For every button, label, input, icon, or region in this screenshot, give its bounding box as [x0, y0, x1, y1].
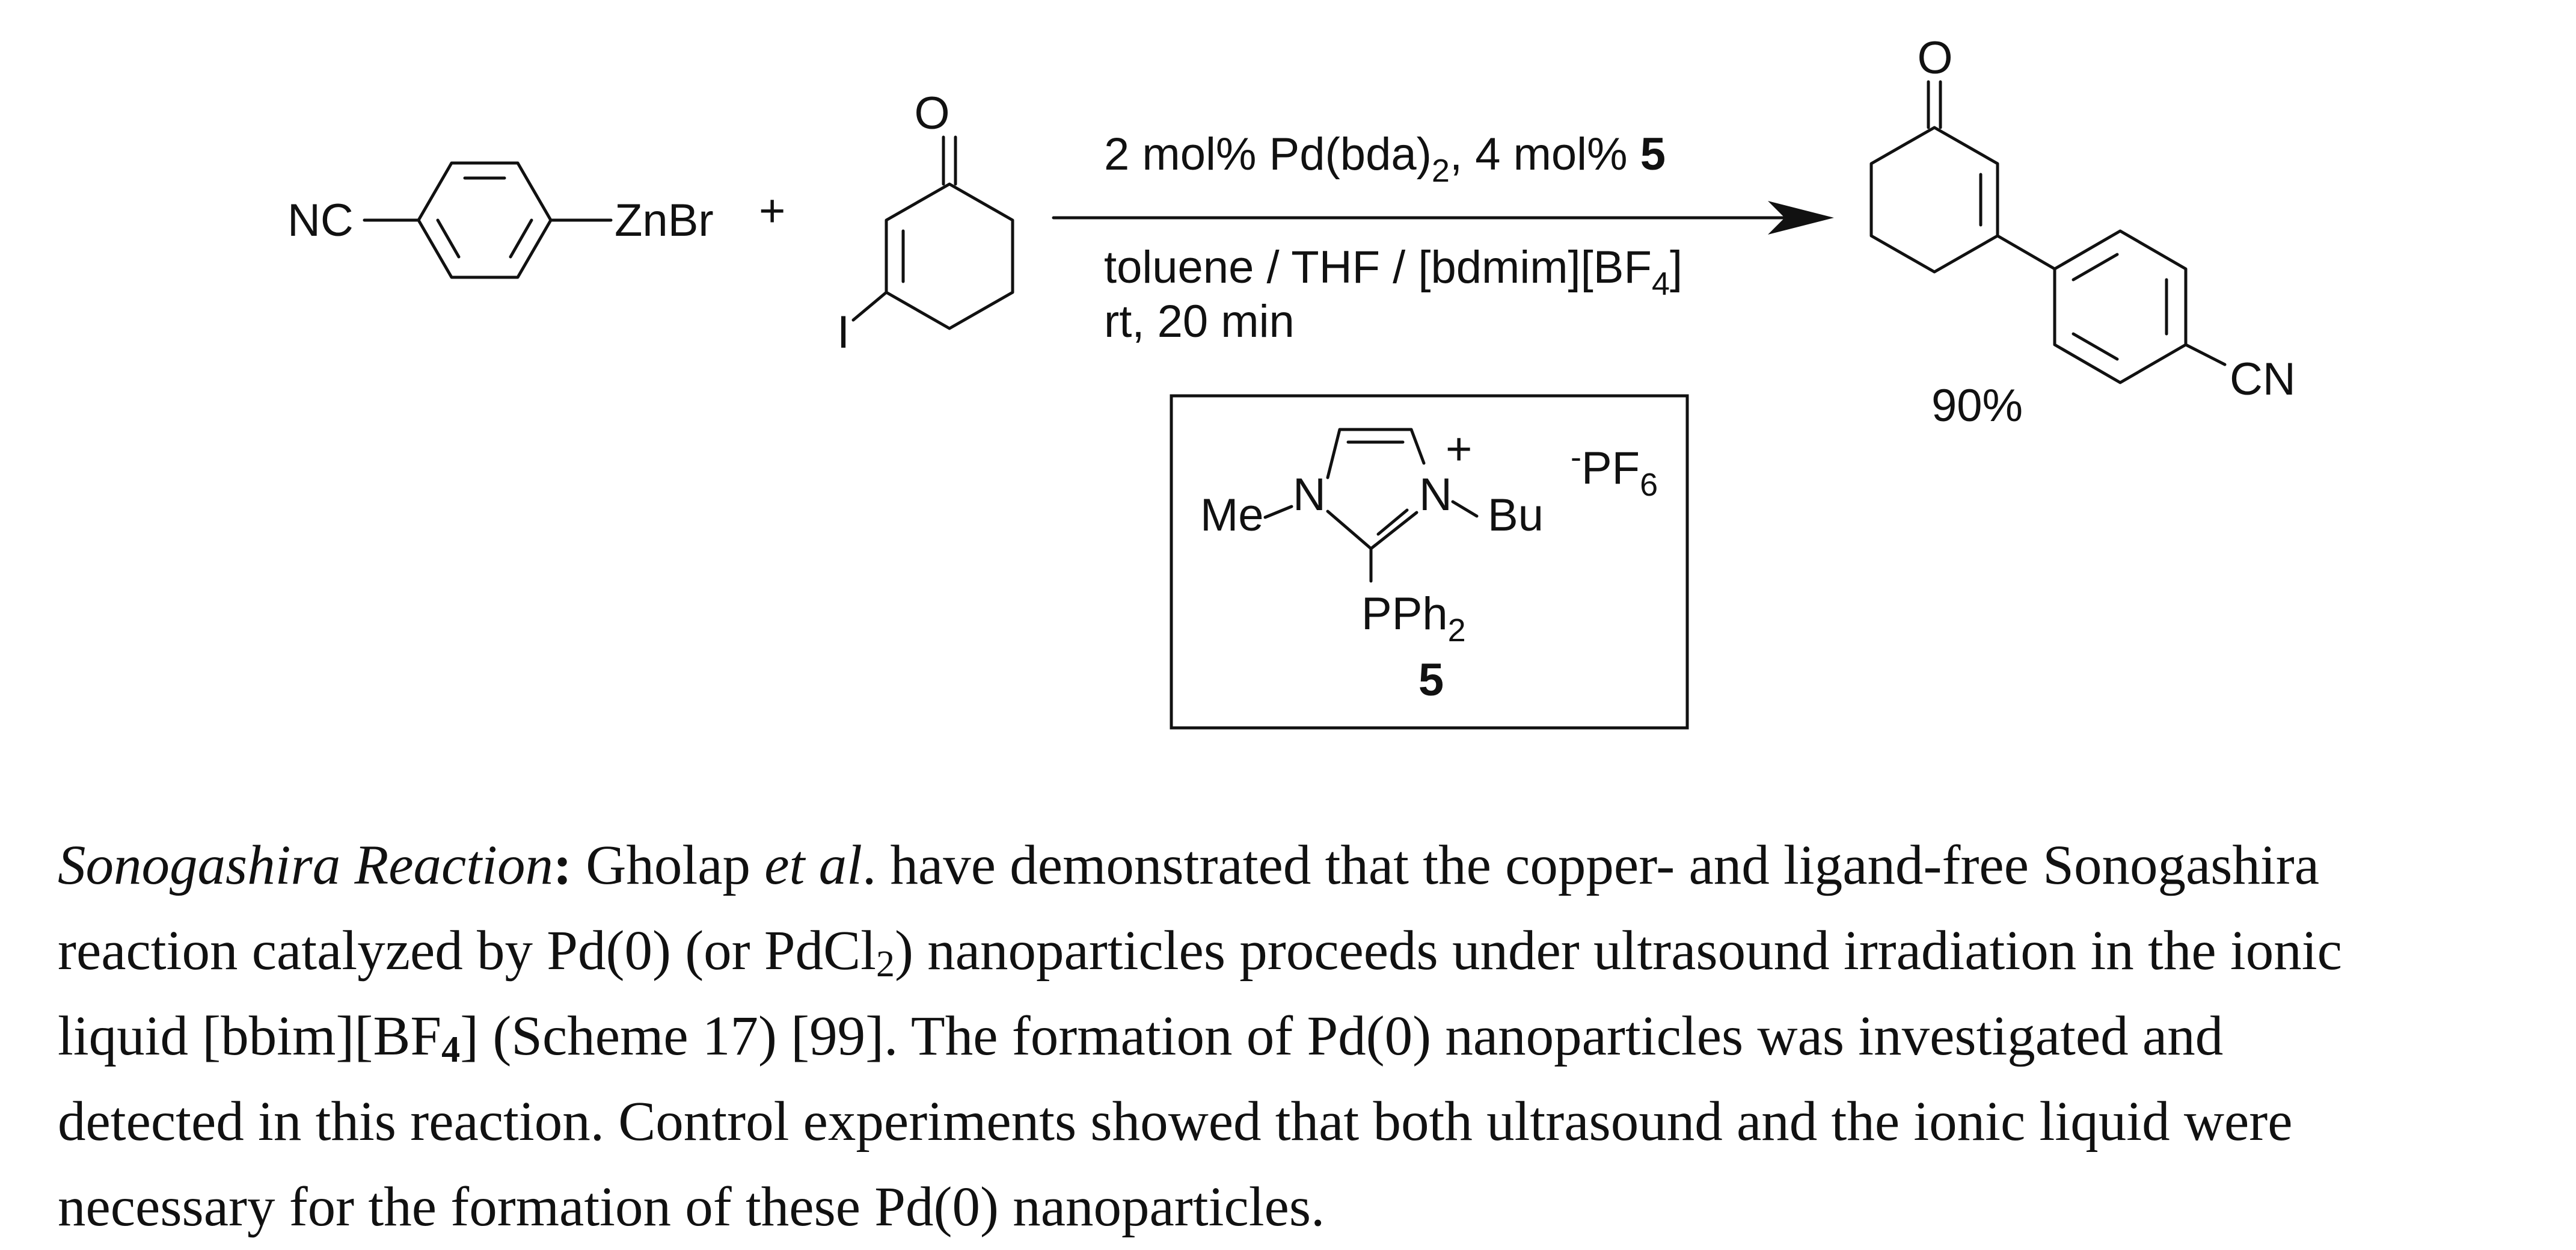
paragraph-line: Sonogashira Reaction: Gholap et al. have…: [58, 823, 2521, 908]
ligand-box: Me N N + Bu -PF6 PPh2 5: [1170, 394, 1689, 730]
conditions-catalyst: 2 mol% Pd(bda)2, 4 mol% 5: [1104, 129, 1666, 189]
text-run: ] (Scheme 17) [99]. The formation of Pd(…: [460, 1005, 2224, 1067]
cyclohexenone-ring: [1869, 126, 1999, 274]
carbonyl-oxygen-label: O: [914, 88, 949, 139]
reaction-scheme: NC ZnBr + O I 2 mol% Pd(bda)2, 4 mol% 5 …: [287, 32, 2296, 730]
phosphine-label: PPh2: [1361, 588, 1466, 648]
section-lead-colon: :: [553, 834, 572, 896]
subscript: 4: [441, 1029, 461, 1070]
product-carbonyl-oxygen-label: O: [1917, 32, 1952, 84]
ring-double-bond: [436, 218, 461, 259]
text-run: liquid [bbim][BF: [58, 1005, 442, 1067]
charge-label: +: [1446, 423, 1472, 475]
subscript: 2: [876, 944, 895, 985]
counterion-label: -PF6: [1571, 439, 1658, 503]
imidazolium-ring: [1326, 510, 1418, 550]
reagent-aryl-zinc: NC ZnBr: [287, 161, 714, 279]
bond: [1451, 500, 1479, 518]
bond: [1996, 234, 2056, 271]
n-left-label: N: [1293, 469, 1326, 520]
znbr-group-label: ZnBr: [615, 195, 714, 246]
body-paragraph: Sonogashira Reaction: Gholap et al. have…: [58, 823, 2521, 1250]
paragraph-line: detected in this reaction. Control exper…: [58, 1091, 2293, 1153]
section-lead: Sonogashira Reaction: [58, 834, 554, 896]
conditions-time: rt, 20 min: [1104, 296, 1295, 347]
paragraph-line: liquid [bbim][BF4] (Scheme 17) [99]. The…: [58, 994, 2521, 1079]
text-run: ) nanoparticles proceeds under ultrasoun…: [895, 920, 2342, 982]
imidazolium-ring: [1326, 428, 1426, 479]
text-run: Gholap: [572, 834, 765, 896]
nc-group-label: NC: [287, 195, 354, 246]
bond: [2184, 343, 2227, 366]
butyl-label: Bu: [1488, 490, 1544, 541]
ring-double-bond: [2072, 253, 2119, 282]
conditions-solvent: toluene / THF / [bdmim][BF4]: [1104, 242, 1682, 302]
paragraph-line: necessary for the formation of these Pd(…: [58, 1176, 1325, 1238]
paragraph-line: reaction catalyzed by Pd(0) (or PdCl2) n…: [58, 908, 2521, 994]
text-run: . have demonstrated that the copper- and…: [862, 834, 2319, 896]
reagent-iodo-enone: O I: [837, 88, 1014, 358]
ligand-frame: [1170, 394, 1689, 730]
text-run: reaction catalyzed by Pd(0) (or PdCl: [58, 920, 876, 982]
cyclohexenone-ring: [885, 182, 1014, 330]
reaction-arrow: [1052, 201, 1834, 235]
arrow-head: [1768, 201, 1834, 235]
plus-sign: +: [759, 185, 785, 236]
ligand-number-label: 5: [1418, 654, 1444, 706]
iodo-label: I: [837, 307, 850, 358]
bond: [1263, 505, 1293, 519]
cn-group-label: CN: [2230, 354, 2296, 405]
n-right-label: N: [1419, 469, 1452, 520]
yield-label: 90%: [1931, 380, 2023, 431]
ring-double-bond: [509, 218, 533, 259]
ring-double-bond: [1376, 508, 1409, 536]
bond: [851, 291, 888, 322]
text-run-italic: et al: [764, 834, 862, 896]
methyl-label: Me: [1200, 490, 1264, 541]
product: O CN 90%: [1869, 32, 2296, 431]
ring-double-bond: [2072, 332, 2119, 361]
